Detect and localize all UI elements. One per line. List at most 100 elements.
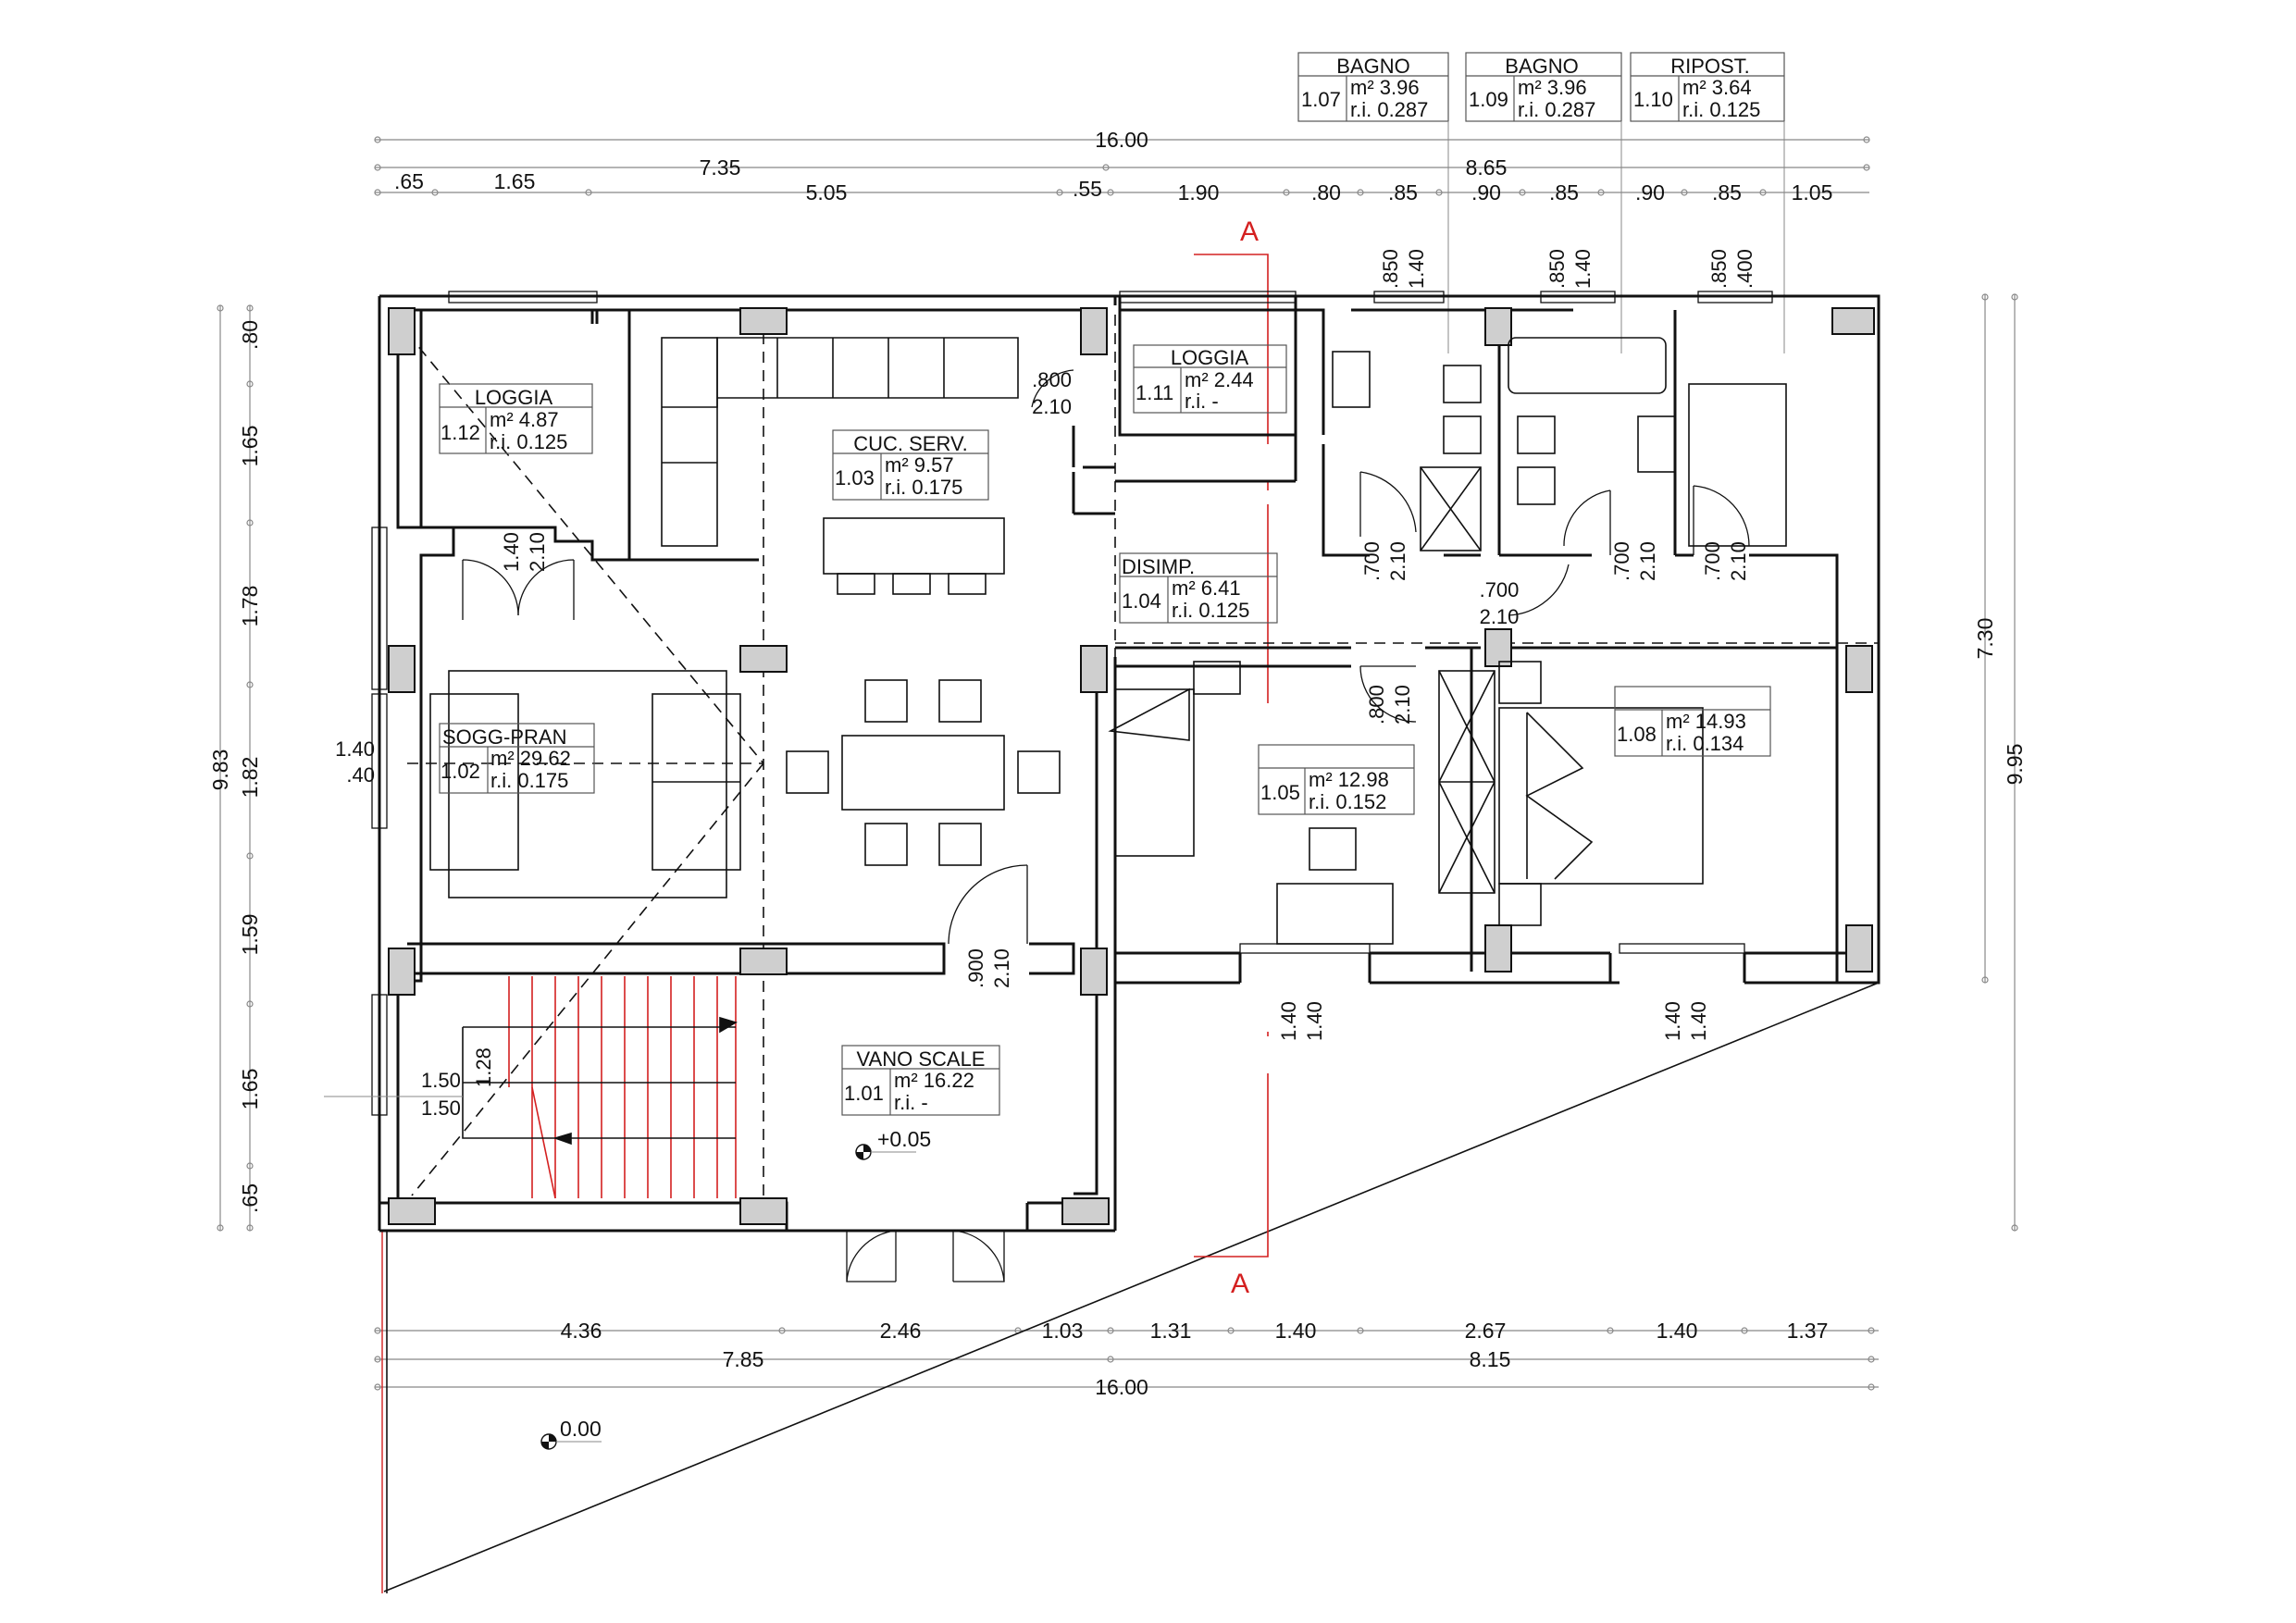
- room-code: 1.08: [1617, 723, 1657, 746]
- section-line-a: [1194, 254, 1269, 1258]
- room-area: m² 3.96: [1518, 76, 1587, 99]
- dim-left-total: 9.83: [208, 750, 232, 791]
- opening-height: 2.10: [526, 532, 549, 572]
- opening-height: 2.10: [1391, 685, 1414, 725]
- dim-label: 1.40: [1275, 1319, 1317, 1343]
- room-tag-loggia-1.11: LOGGIA 1.11 m² 2.44 r.i. -: [1133, 344, 1287, 414]
- columns: [388, 307, 1875, 1225]
- level-marker-stair: +0.05: [855, 1127, 931, 1160]
- opening-height: .400: [1733, 249, 1756, 289]
- level-value: 0.00: [560, 1417, 602, 1441]
- dim-label: .85: [1712, 180, 1742, 204]
- doors: [462, 369, 1750, 1282]
- room-code: 1.04: [1122, 589, 1161, 613]
- opening-width: 1.50: [421, 1069, 461, 1092]
- opening-height: .40: [346, 763, 375, 787]
- dim-top-left: 7.35: [700, 155, 741, 180]
- room-tag-bagno-1.07: BAGNO 1.07 m² 3.96 r.i. 0.287: [1297, 52, 1449, 122]
- stairs: [508, 976, 737, 1199]
- dim-label: .65: [238, 1183, 262, 1213]
- room-code: 1.03: [835, 466, 875, 489]
- room-tag-cuc-serv-1.03: CUC. SERV. 1.03 m² 9.57 r.i. 0.175: [832, 429, 989, 501]
- opening-height: 1.50: [421, 1096, 461, 1120]
- dim-label: 1.05: [1792, 180, 1833, 204]
- room-tag-vano-scale-1.01: VANO SCALE 1.01 m² 16.22 r.i. -: [841, 1045, 1000, 1116]
- dim-label: 1.78: [238, 586, 262, 627]
- room-ri: r.i. -: [1185, 390, 1219, 413]
- dim-top-right: 8.65: [1466, 155, 1508, 180]
- room-area: m² 12.98: [1309, 768, 1389, 791]
- dim-label: 7.85: [723, 1347, 764, 1371]
- room-name: BAGNO: [1336, 55, 1409, 78]
- room-tag-bagno-1.09: BAGNO 1.09 m² 3.96 r.i. 0.287: [1465, 52, 1622, 122]
- room-ri: r.i. 0.152: [1309, 790, 1386, 813]
- opening-width: .850: [1545, 249, 1569, 289]
- room-tag-loggia-1.12: LOGGIA 1.12 m² 4.87 r.i. 0.125: [439, 383, 593, 454]
- room-name: DISIMP.: [1122, 555, 1195, 578]
- dim-label: 1.59: [238, 914, 262, 956]
- room-tag-sogg-pran-1.02: SOGG-PRAN 1.02 m² 29.62 r.i. 0.175: [439, 723, 595, 794]
- opening-height: 1.40: [1303, 1001, 1326, 1041]
- dim-label: 1.37: [1787, 1319, 1829, 1343]
- room-code: 1.12: [441, 421, 480, 444]
- room-ri: r.i. 0.287: [1518, 98, 1595, 121]
- opening-width: 1.28: [472, 1047, 495, 1087]
- opening-width: .800: [1365, 685, 1388, 725]
- dining-table: [841, 735, 1005, 811]
- dim-label: .90: [1635, 180, 1665, 204]
- top-room-tags: BAGNO 1.07 m² 3.96 r.i. 0.287 BAGNO 1.09…: [1297, 52, 1785, 353]
- bed: [1498, 707, 1704, 885]
- opening-width: .850: [1707, 249, 1731, 289]
- room-area: m² 16.22: [894, 1069, 974, 1092]
- level-markers: +0.05 0.00: [540, 1127, 931, 1450]
- opening-width: 1.40: [335, 737, 375, 761]
- dim-bottom-total: 16.00: [1095, 1375, 1148, 1399]
- dim-label: 1.65: [238, 1069, 262, 1110]
- bottom-dimensions: 4.36 2.46 1.03 1.31 1.40 2.67 1.40 1.37 …: [374, 1319, 1879, 1399]
- dim-label: 8.15: [1470, 1347, 1511, 1371]
- room-code: 1.10: [1633, 88, 1673, 111]
- room-area: m² 4.87: [490, 408, 559, 431]
- opening-width: 1.40: [1661, 1001, 1684, 1041]
- opening-height: 1.40: [1687, 1001, 1710, 1041]
- room-ri: r.i. 0.175: [885, 476, 962, 499]
- sink: [1332, 351, 1371, 408]
- room-code: 1.07: [1301, 88, 1341, 111]
- dim-label: .80: [1311, 180, 1341, 204]
- dim-right-outer: 9.95: [2003, 744, 2027, 786]
- opening-width: 1.40: [1277, 1001, 1300, 1041]
- room-tags: LOGGIA 1.12 m² 4.87 r.i. 0.125 CUC. SERV…: [439, 344, 1771, 1116]
- kitchen-counter: [661, 337, 718, 547]
- dim-label: 1.82: [238, 757, 262, 799]
- dim-label: .80: [238, 320, 262, 350]
- opening-width: .700: [1701, 541, 1724, 581]
- room-ri: r.i. 0.125: [490, 430, 567, 453]
- opening-height: 2.10: [1727, 541, 1750, 581]
- dim-label: 1.65: [494, 169, 536, 193]
- room-ri: r.i. -: [894, 1091, 928, 1114]
- room-name: SOGG-PRAN: [442, 725, 566, 749]
- room-ri: r.i. 0.287: [1350, 98, 1428, 121]
- room-name: CUC. SERV.: [853, 432, 968, 455]
- opening-height: 1.40: [1405, 249, 1428, 289]
- dim-label: .90: [1471, 180, 1501, 204]
- opening-height: 1.40: [1571, 249, 1595, 289]
- dim-right-inner: 7.30: [1973, 618, 1997, 660]
- room-tag-disimp-1.04: DISIMP. 1.04 m² 6.41 r.i. 0.125: [1119, 552, 1278, 624]
- bathtub: [1508, 337, 1667, 394]
- dim-label: 2.46: [880, 1319, 922, 1343]
- opening-width: .800: [1032, 368, 1072, 391]
- dim-label: 1.90: [1178, 180, 1220, 204]
- living-sofa-area: [448, 670, 727, 898]
- opening-width: .900: [964, 948, 987, 988]
- opening-width: .850: [1379, 249, 1402, 289]
- dim-label: .65: [394, 169, 424, 193]
- opening-height: 2.10: [990, 948, 1013, 988]
- room-ri: r.i. 0.125: [1172, 599, 1249, 622]
- right-dimensions: 7.30 9.95: [1973, 293, 2027, 1232]
- room-tag-ripost-1.10: RIPOST. 1.10 m² 3.64 r.i. 0.125: [1630, 52, 1785, 122]
- dim-label: 1.40: [1657, 1319, 1698, 1343]
- room-ri: r.i. 0.175: [490, 769, 568, 792]
- dim-label: 1.65: [238, 426, 262, 467]
